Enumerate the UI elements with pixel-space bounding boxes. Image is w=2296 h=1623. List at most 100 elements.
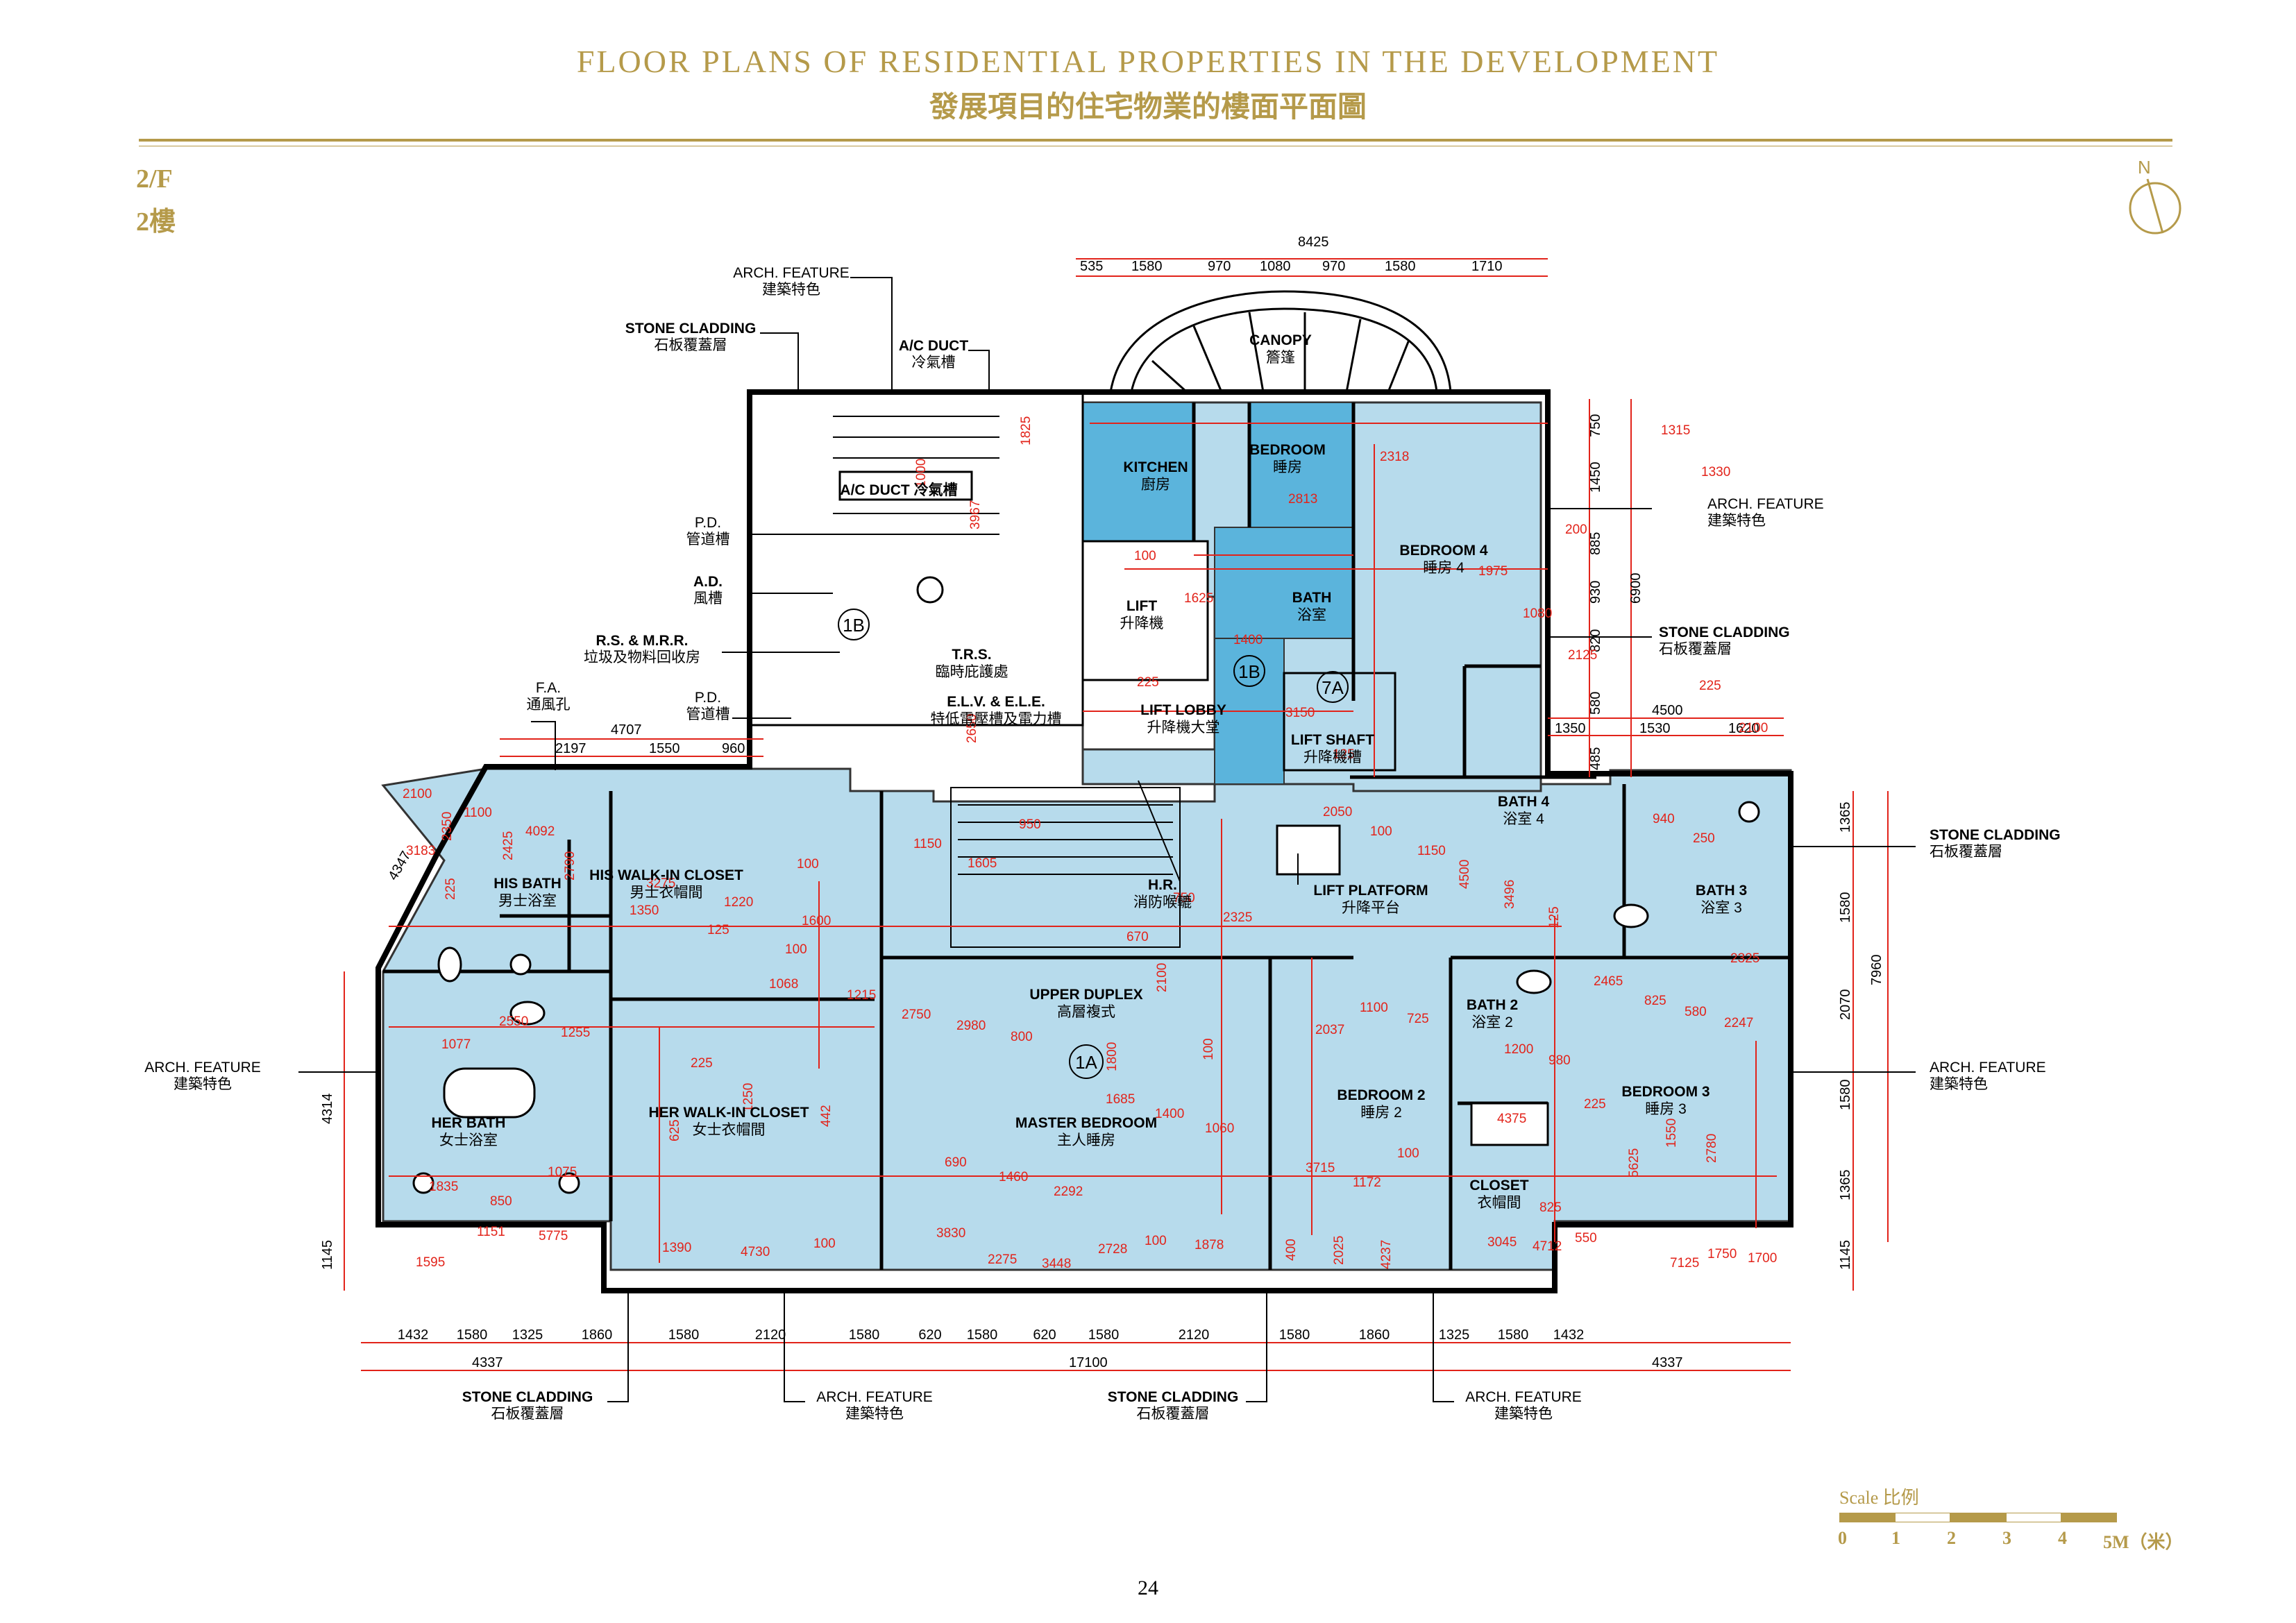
dim-interior-72: 1000	[914, 459, 929, 488]
callout-archRight1: ARCH. FEATURE	[1707, 496, 1824, 512]
dim-interior-49: 1255	[561, 1026, 590, 1040]
room-label-zh-lift: 升降機	[1120, 615, 1164, 631]
dim-interior-10: 750	[1173, 891, 1195, 906]
dim-interior-50: 1068	[769, 977, 798, 992]
dim-right-outer-1: 7960	[1869, 955, 1884, 986]
callout-zh-archTop: 建築特色	[762, 282, 820, 298]
room-label-hiscloset: HIS WALK-IN CLOSET	[589, 867, 743, 883]
sink-icon	[916, 576, 944, 604]
bath-fill	[1214, 527, 1354, 639]
callout-zh-rsmrr: 垃圾及物料回收房	[584, 649, 700, 665]
dim-interior-73: 1400	[1233, 633, 1263, 647]
side-dims: 4314 1145 4347 7960 6900 1365 1580 2070 …	[320, 414, 1884, 1270]
dim-interior-109: 2813	[1288, 492, 1317, 507]
dim-interior-105: 3183	[406, 844, 435, 858]
bathtub-icon	[443, 1067, 536, 1119]
dim-right-1450: 1450	[1588, 462, 1603, 493]
callout-archB2: ARCH. FEATURE	[1465, 1389, 1582, 1405]
dim-right-930: 930	[1588, 581, 1603, 604]
room-label-zh-bedroom4: 睡房 4	[1423, 560, 1464, 576]
dim-interior-92: 625	[668, 1119, 682, 1141]
dim-interior-22: 1250	[741, 1083, 756, 1112]
callout-rsmrr: R.S. & M.R.R.	[596, 633, 688, 649]
fixtures	[412, 576, 1760, 1194]
callout-stoneB2: STONE CLADDING	[1108, 1389, 1239, 1405]
dim-right-1365b: 1365	[1838, 1170, 1853, 1201]
dim-right-1145: 1145	[1838, 1240, 1853, 1270]
dim-interior-46: 100	[1370, 824, 1392, 839]
dim-interior-19: 1200	[1504, 1042, 1533, 1057]
callout-zh-stoneB1: 石板覆蓋層	[491, 1406, 564, 1422]
sink-icon	[1738, 801, 1760, 823]
room-label-liftplatform: LIFT PLATFORM	[1313, 883, 1428, 899]
dim-interior-40: 1975	[1478, 564, 1508, 579]
dim-right-1580a: 1580	[1838, 892, 1853, 924]
dim-interior-25: 100	[1397, 1146, 1419, 1161]
room-label-zh-kitchen: 廚房	[1141, 477, 1170, 493]
dim-top-5: 1580	[1385, 259, 1416, 274]
dim-interior-95: 1172	[1353, 1175, 1381, 1190]
dim-interior-107: 3967	[968, 500, 983, 529]
dim-interior-6: 225	[1699, 679, 1721, 693]
dim-right-885: 885	[1588, 532, 1603, 555]
bathtub-icon	[1470, 1102, 1549, 1146]
dim-interior-15: 225	[691, 1056, 713, 1071]
dim-interior-21: 1075	[548, 1165, 577, 1180]
dim-bottom1-16: 1432	[1553, 1327, 1585, 1343]
dim-interior-42: 2425	[501, 831, 516, 860]
dim-ul-0: 4707	[611, 722, 642, 738]
main-unit-fill	[381, 748, 1792, 1271]
dim-top-3: 1080	[1260, 259, 1291, 274]
room-label-acduct_in: A/C DUCT 冷氣槽	[840, 482, 957, 498]
toilet-icon	[437, 946, 462, 983]
dim-interior-64: 1390	[662, 1241, 691, 1255]
dim-bottom1-2: 1325	[512, 1327, 543, 1343]
dim-interior-82: 125	[1547, 906, 1562, 928]
dim-interior-94: 1060	[1205, 1121, 1234, 1136]
dim-interior-88: 2037	[1315, 1023, 1344, 1037]
callout-zh-ad: 風槽	[693, 590, 723, 606]
dim-bottom1-8: 1580	[967, 1327, 998, 1343]
dim-interior-77: 2790	[563, 851, 577, 881]
room-label-upperduplex: UPPER DUPLEX	[1029, 987, 1142, 1003]
scale-num-5: 5M（米）	[2103, 1532, 2184, 1552]
dim-interior-18: 1100	[1360, 1001, 1388, 1015]
callout-stoneRight2: STONE CLADDING	[1930, 827, 2061, 843]
room-label-zh-hisbath: 男士浴室	[498, 893, 557, 909]
callout-zh-pd2: 管道槽	[686, 706, 730, 722]
room-label-zh-liftlobby: 升降機大堂	[1147, 720, 1220, 736]
toilet-icon	[1613, 903, 1649, 928]
sink-icon	[509, 953, 532, 976]
top-dims: 8425 535 1580 970 1080 970 1580 1710	[1080, 235, 1503, 274]
dim-left-1: 1145	[320, 1240, 335, 1270]
dim-interior-34: 1750	[1707, 1247, 1737, 1261]
dim-interior-65: 3448	[1042, 1257, 1071, 1271]
dim-interior-13: 2325	[1730, 951, 1759, 966]
scale-num-1: 1	[1891, 1528, 1900, 1548]
dim-interior-108: 225	[1137, 675, 1159, 690]
dim-interior-87: 2100	[1155, 963, 1170, 992]
room-label-elv: E.L.V. & E.L.E.	[947, 694, 1045, 710]
dim-interior-14: 2550	[499, 1014, 528, 1029]
dim-interior-52: 1800	[1105, 1042, 1120, 1071]
dim-interior-37: 1825	[1019, 416, 1033, 445]
room-label-zh-elv: 特低電壓槽及電力槽	[931, 711, 1062, 727]
dim-interior-102: 4237	[1379, 1240, 1394, 1269]
dim-bottom2-2: 4337	[1652, 1355, 1683, 1370]
callout-zh-acduct: 冷氣槽	[912, 355, 956, 371]
dim-interior-1: 100	[797, 857, 819, 872]
unit-tag-1b-right: 1B	[1238, 661, 1260, 682]
page-title-en: FLOOR PLANS OF RESIDENTIAL PROPERTIES IN…	[576, 44, 1720, 79]
callout-zh-pd1: 管道槽	[686, 532, 730, 547]
dim-top-6: 1710	[1471, 259, 1503, 274]
room-label-zh-closet: 衣帽間	[1478, 1195, 1521, 1211]
room-label-hercloset: HER WALK-IN CLOSET	[649, 1105, 809, 1121]
dim-bottom2-1: 17100	[1069, 1355, 1108, 1370]
unit-tag-1a: 1A	[1075, 1052, 1097, 1073]
dim-interior-96: 4375	[1497, 1112, 1526, 1126]
callout-zh-archLeft: 建築特色	[174, 1076, 232, 1092]
dim-interior-62: 2780	[1705, 1134, 1719, 1163]
page-number: 24	[1138, 1577, 1158, 1599]
room-label-zh-liftshaft: 升降機槽	[1303, 749, 1362, 765]
